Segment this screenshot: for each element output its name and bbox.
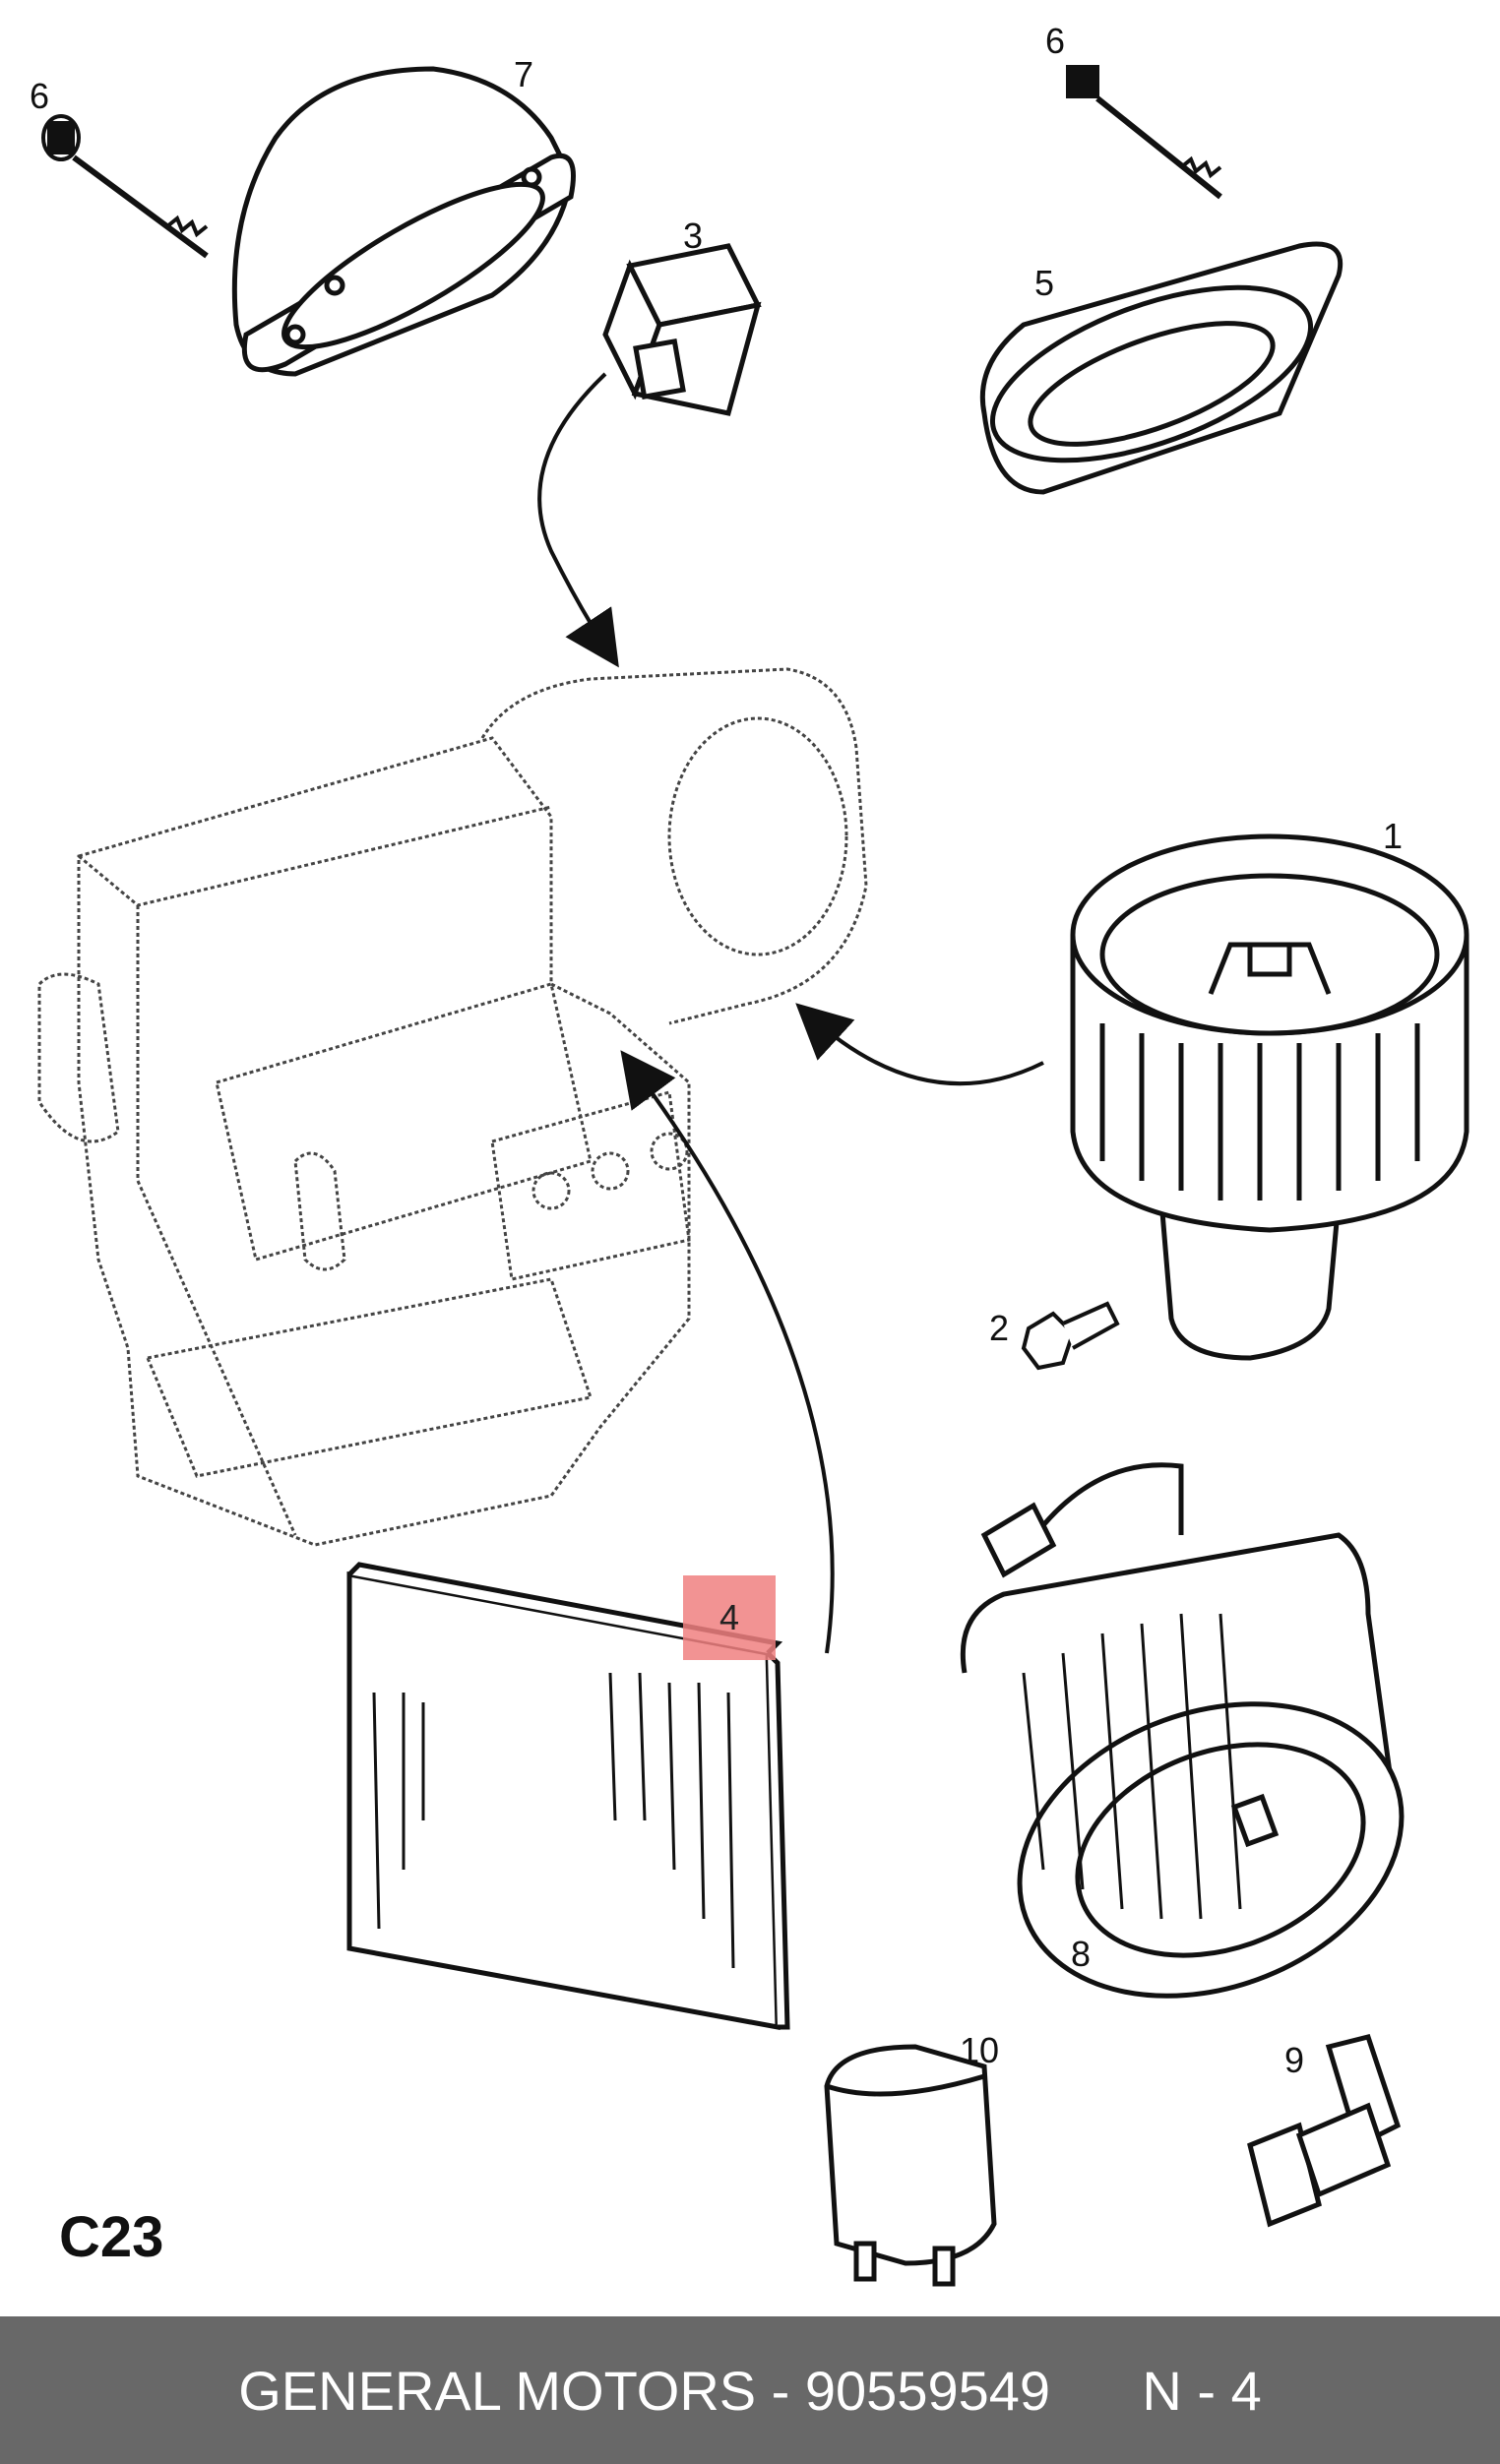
highlight-box [683, 1575, 776, 1660]
footer-text: GENERAL MOTORS - 90559549 N - 4 [238, 2359, 1262, 2422]
screw-left [41, 114, 209, 259]
footer-bar: GENERAL MOTORS - 90559549 N - 4 [0, 2316, 1500, 2464]
page-code: C23 [59, 2205, 164, 2269]
callout-labels: 1 2 3 5 6 6 7 8 9 10 [30, 21, 1403, 2080]
callout-6-left: 6 [30, 76, 49, 116]
relay-10 [824, 2044, 997, 2287]
callout-9: 9 [1284, 2040, 1304, 2080]
housing-7 [231, 66, 576, 377]
screw-right [1066, 65, 1222, 200]
exploded-parts-diagram: 1 2 3 5 6 6 7 8 9 10 [30, 21, 1469, 2287]
resistor-block-3 [602, 243, 762, 416]
callout-3: 3 [683, 216, 703, 256]
callout-4-highlighted: 4 [719, 1597, 740, 1637]
callout-2: 2 [989, 1308, 1009, 1348]
connector-9 [1247, 2034, 1402, 2228]
blower-assembly-8 [960, 1462, 1405, 1999]
callout-7: 7 [514, 54, 533, 94]
bolt-2 [1021, 1301, 1120, 1371]
callout-10: 10 [960, 2030, 999, 2070]
cabin-filter-4 [346, 1562, 790, 2031]
callout-8: 8 [1071, 1934, 1091, 1974]
callout-1: 1 [1383, 816, 1403, 856]
callout-6-right: 6 [1045, 21, 1065, 61]
plate-5 [979, 241, 1343, 495]
heater-housing [37, 667, 868, 1547]
callout-5: 5 [1034, 263, 1054, 303]
blower-wheel-1 [1070, 833, 1469, 1361]
